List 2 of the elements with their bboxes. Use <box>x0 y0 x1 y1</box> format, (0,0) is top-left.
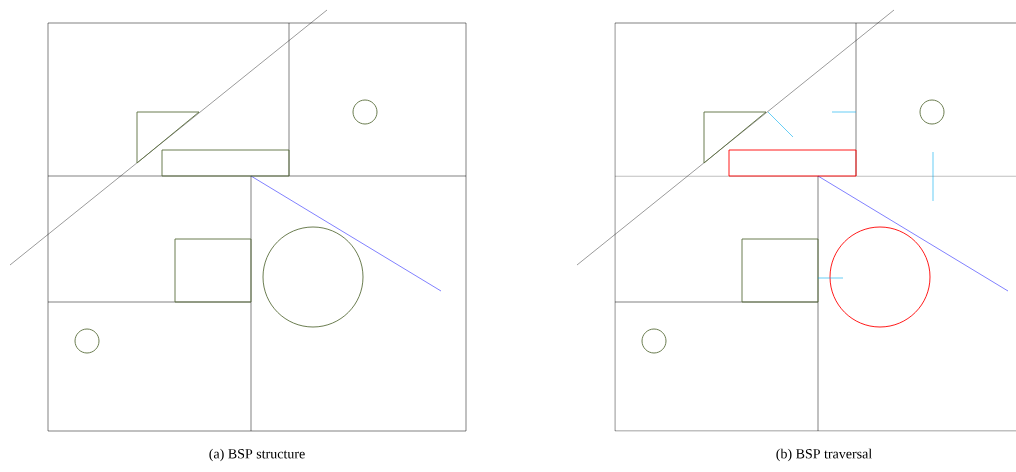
caption: (b) BSP traversal <box>776 448 872 462</box>
caption: (a) BSP structure <box>209 448 305 462</box>
